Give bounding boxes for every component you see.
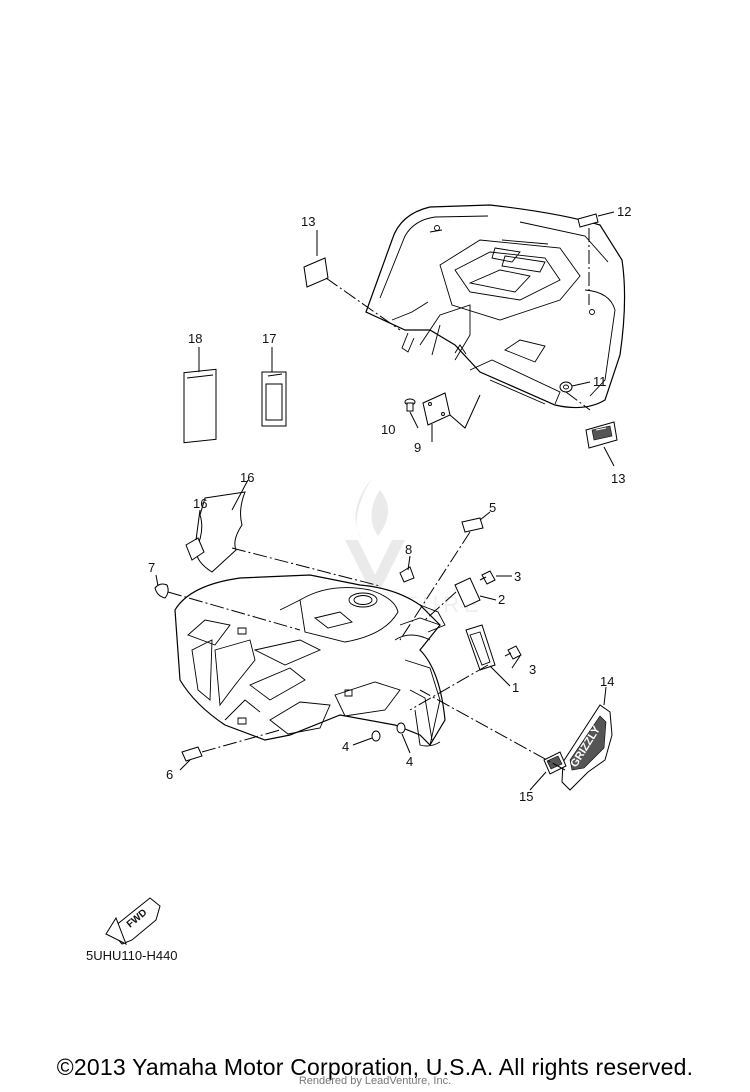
label-8 xyxy=(399,566,415,583)
callout-1: 1 xyxy=(512,680,519,695)
callout-6: 6 xyxy=(166,767,173,782)
callout-10: 10 xyxy=(381,422,395,437)
callout-3-lower: 3 xyxy=(529,662,536,677)
callout-18: 18 xyxy=(188,331,202,346)
warning-label-18 xyxy=(183,368,217,444)
grizzly-decal-14: GRIZZLY xyxy=(561,704,613,791)
callout-2: 2 xyxy=(498,592,505,607)
callout-12: 12 xyxy=(617,204,631,219)
plate-2 xyxy=(454,577,481,608)
rendered-by-notice: Rendered by LeadVenture, Inc. xyxy=(298,1075,452,1087)
copyright-notice: ©2013 Yamaha Motor Corporation, U.S.A. A… xyxy=(56,1054,694,1080)
callout-11: 11 xyxy=(593,374,607,389)
emblem-13-lower xyxy=(585,421,618,449)
leader-lines xyxy=(155,211,615,791)
emblem-13-upper xyxy=(303,257,329,288)
label-5 xyxy=(461,517,484,533)
decal-15 xyxy=(195,491,246,573)
callout-13-upper: 13 xyxy=(301,214,315,229)
callout-9: 9 xyxy=(414,440,421,455)
front-fender xyxy=(174,574,446,747)
label-12 xyxy=(577,213,599,228)
callout-8: 8 xyxy=(405,542,412,557)
plate-1 xyxy=(465,624,496,671)
callout-7: 7 xyxy=(148,560,155,575)
rivet-3-upper xyxy=(479,570,496,585)
plate-9 xyxy=(422,392,451,426)
diagram-code: 5UHU110-H440 xyxy=(86,948,178,963)
callout-14: 14 xyxy=(600,674,614,689)
callout-13-lower: 13 xyxy=(611,471,625,486)
grommet-4-right xyxy=(396,722,406,734)
callout-5: 5 xyxy=(489,500,496,515)
callout-16-upper: 16 xyxy=(193,496,207,511)
callout-16-lower: 15 xyxy=(519,789,533,804)
bolt-10 xyxy=(404,398,416,412)
callout-3-upper: 3 xyxy=(514,569,521,584)
grommet-11 xyxy=(559,381,573,393)
label-6 xyxy=(181,746,203,762)
grommet-4-left xyxy=(371,730,381,742)
callout-4-right: 4 xyxy=(406,754,413,769)
stripe-16-lower xyxy=(543,751,567,775)
callout-15: 16 xyxy=(240,470,254,485)
emblem-7 xyxy=(154,583,169,599)
callout-4-left: 4 xyxy=(342,739,349,754)
rivet-3-lower xyxy=(504,645,522,660)
rear-fender xyxy=(365,204,626,409)
warning-label-17 xyxy=(261,371,287,427)
stripe-16-upper xyxy=(185,537,205,561)
fwd-arrow-icon: FWD xyxy=(105,897,161,946)
callout-17: 17 xyxy=(262,331,276,346)
